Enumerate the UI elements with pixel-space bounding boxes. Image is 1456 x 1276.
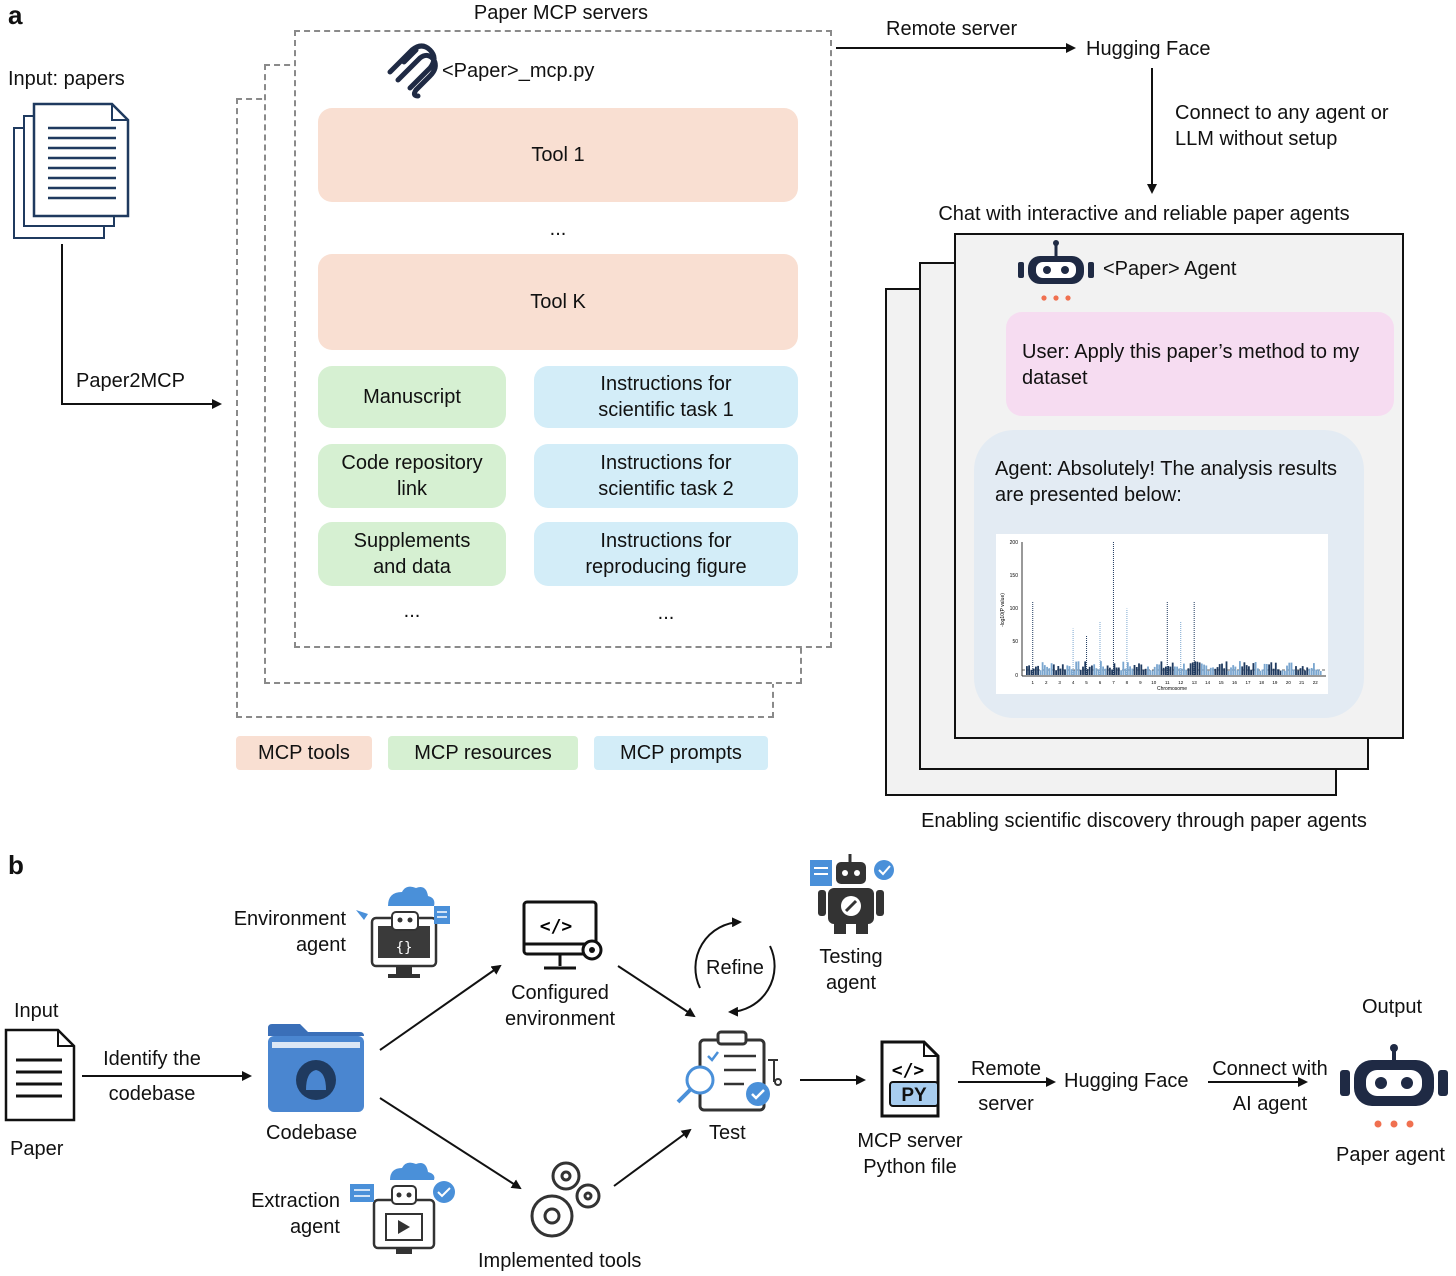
resource-manuscript-label: Manuscript <box>363 386 461 408</box>
mcp-file-label: MCP server Python file <box>857 1130 963 1178</box>
environment-agent-label: Environment agent <box>233 908 346 956</box>
mcp-file-name: <Paper>_mcp.py <box>442 60 595 82</box>
tool-k-box: Tool K <box>318 254 798 350</box>
agent-message: Agent: Absolutely! The analysis results … <box>995 458 1338 506</box>
extraction-agent-label: Extraction agent <box>251 1190 340 1238</box>
panel-a-label: a <box>8 0 23 30</box>
paper-label: Paper <box>10 1138 64 1160</box>
tool-1-label: Tool 1 <box>531 144 585 166</box>
codebase-label: Codebase <box>266 1122 358 1144</box>
prompt-task-1-label: Instructions for scientific task 1 <box>598 373 734 421</box>
user-message-bubble <box>1006 312 1394 416</box>
hugging-face-b-label: Hugging Face <box>1064 1070 1189 1092</box>
prompt-task-2: Instructions for scientific task 2 <box>534 444 798 508</box>
configured-environment-label: Configured environment <box>504 982 616 1030</box>
input-label: Input <box>14 1000 59 1022</box>
to-tools-arrow <box>379 1097 522 1190</box>
py-badge: PY <box>901 1085 927 1106</box>
result-plot <box>996 534 1328 694</box>
tools-to-test-arrow <box>613 1128 692 1187</box>
resource-manuscript: Manuscript <box>318 366 506 428</box>
svg-text:</>: </> <box>892 1060 925 1081</box>
implemented-tools-label: Implemented tools <box>478 1250 642 1272</box>
legend-mcp-resources: MCP resources <box>388 736 578 770</box>
output-label: Output <box>1362 996 1423 1018</box>
legend-mcp-prompts: MCP prompts <box>594 736 768 770</box>
gears-icon <box>530 1161 601 1238</box>
resource-ellipsis: ... <box>403 600 421 622</box>
paper2mcp-label: Paper2MCP <box>76 370 185 392</box>
paper-agent-label: Paper agent <box>1336 1144 1445 1166</box>
tool-1-box: Tool 1 <box>318 108 798 202</box>
paper-agent-robot-icon <box>1340 1044 1448 1128</box>
extraction-agent-icon <box>350 1162 455 1254</box>
code-monitor-icon: </> <box>522 900 603 970</box>
input-papers-label: Input: papers <box>8 68 125 90</box>
refine-label: Refine <box>706 957 764 979</box>
test-clipboard-icon <box>676 1030 782 1112</box>
connect-any-agent-label: Connect to any agent or LLM without setu… <box>1175 102 1389 150</box>
remote-server-b-label: Remote server <box>970 1058 1042 1115</box>
prompt-ellipsis: ... <box>657 602 675 624</box>
svg-text:</>: </> <box>540 916 573 937</box>
testing-agent-icon <box>810 854 894 934</box>
environment-agent-icon: {} <box>356 886 450 978</box>
paper-document-icon <box>4 1028 76 1122</box>
agent-name: <Paper> Agent <box>1103 258 1237 280</box>
testing-agent-label: Testing agent <box>819 946 883 994</box>
tool-ellipsis: ... <box>549 218 567 240</box>
papers-icon <box>13 102 130 239</box>
python-file-icon: </> <box>880 1040 940 1118</box>
prompt-task-2-label: Instructions for scientific task 2 <box>598 452 734 500</box>
prompt-task-1: Instructions for scientific task 1 <box>534 366 798 428</box>
tool-k-label: Tool K <box>530 291 586 313</box>
resource-code-repo: Code repository link <box>318 444 506 508</box>
legend-mcp-tools: MCP tools <box>236 736 372 770</box>
panel-b-label: b <box>8 850 24 880</box>
codebase-folder-icon <box>268 1024 364 1112</box>
svg-text:{}: {} <box>396 940 413 956</box>
test-label: Test <box>709 1122 746 1144</box>
chat-title: Chat with interactive and reliable paper… <box>938 203 1350 225</box>
prompt-figure-label: Instructions for reproducing figure <box>585 530 747 578</box>
resource-code-repo-label: Code repository link <box>341 452 483 500</box>
resource-supplements-label: Supplements and data <box>353 530 471 578</box>
panel-a-footer: Enabling scientific discovery through pa… <box>921 810 1367 832</box>
resource-supplements: Supplements and data <box>318 522 506 586</box>
remote-server-label: Remote server <box>886 18 1018 40</box>
user-message: User: Apply this paper’s method to my da… <box>1022 341 1360 389</box>
servers-title: Paper MCP servers <box>473 2 649 24</box>
hugging-face-label: Hugging Face <box>1086 38 1211 60</box>
identify-codebase-label: Identify the codebase <box>103 1048 201 1105</box>
connect-ai-agent-label: Connect with AI agent <box>1212 1058 1328 1115</box>
to-env-arrow <box>379 964 502 1051</box>
prompt-figure: Instructions for reproducing figure <box>534 522 798 586</box>
